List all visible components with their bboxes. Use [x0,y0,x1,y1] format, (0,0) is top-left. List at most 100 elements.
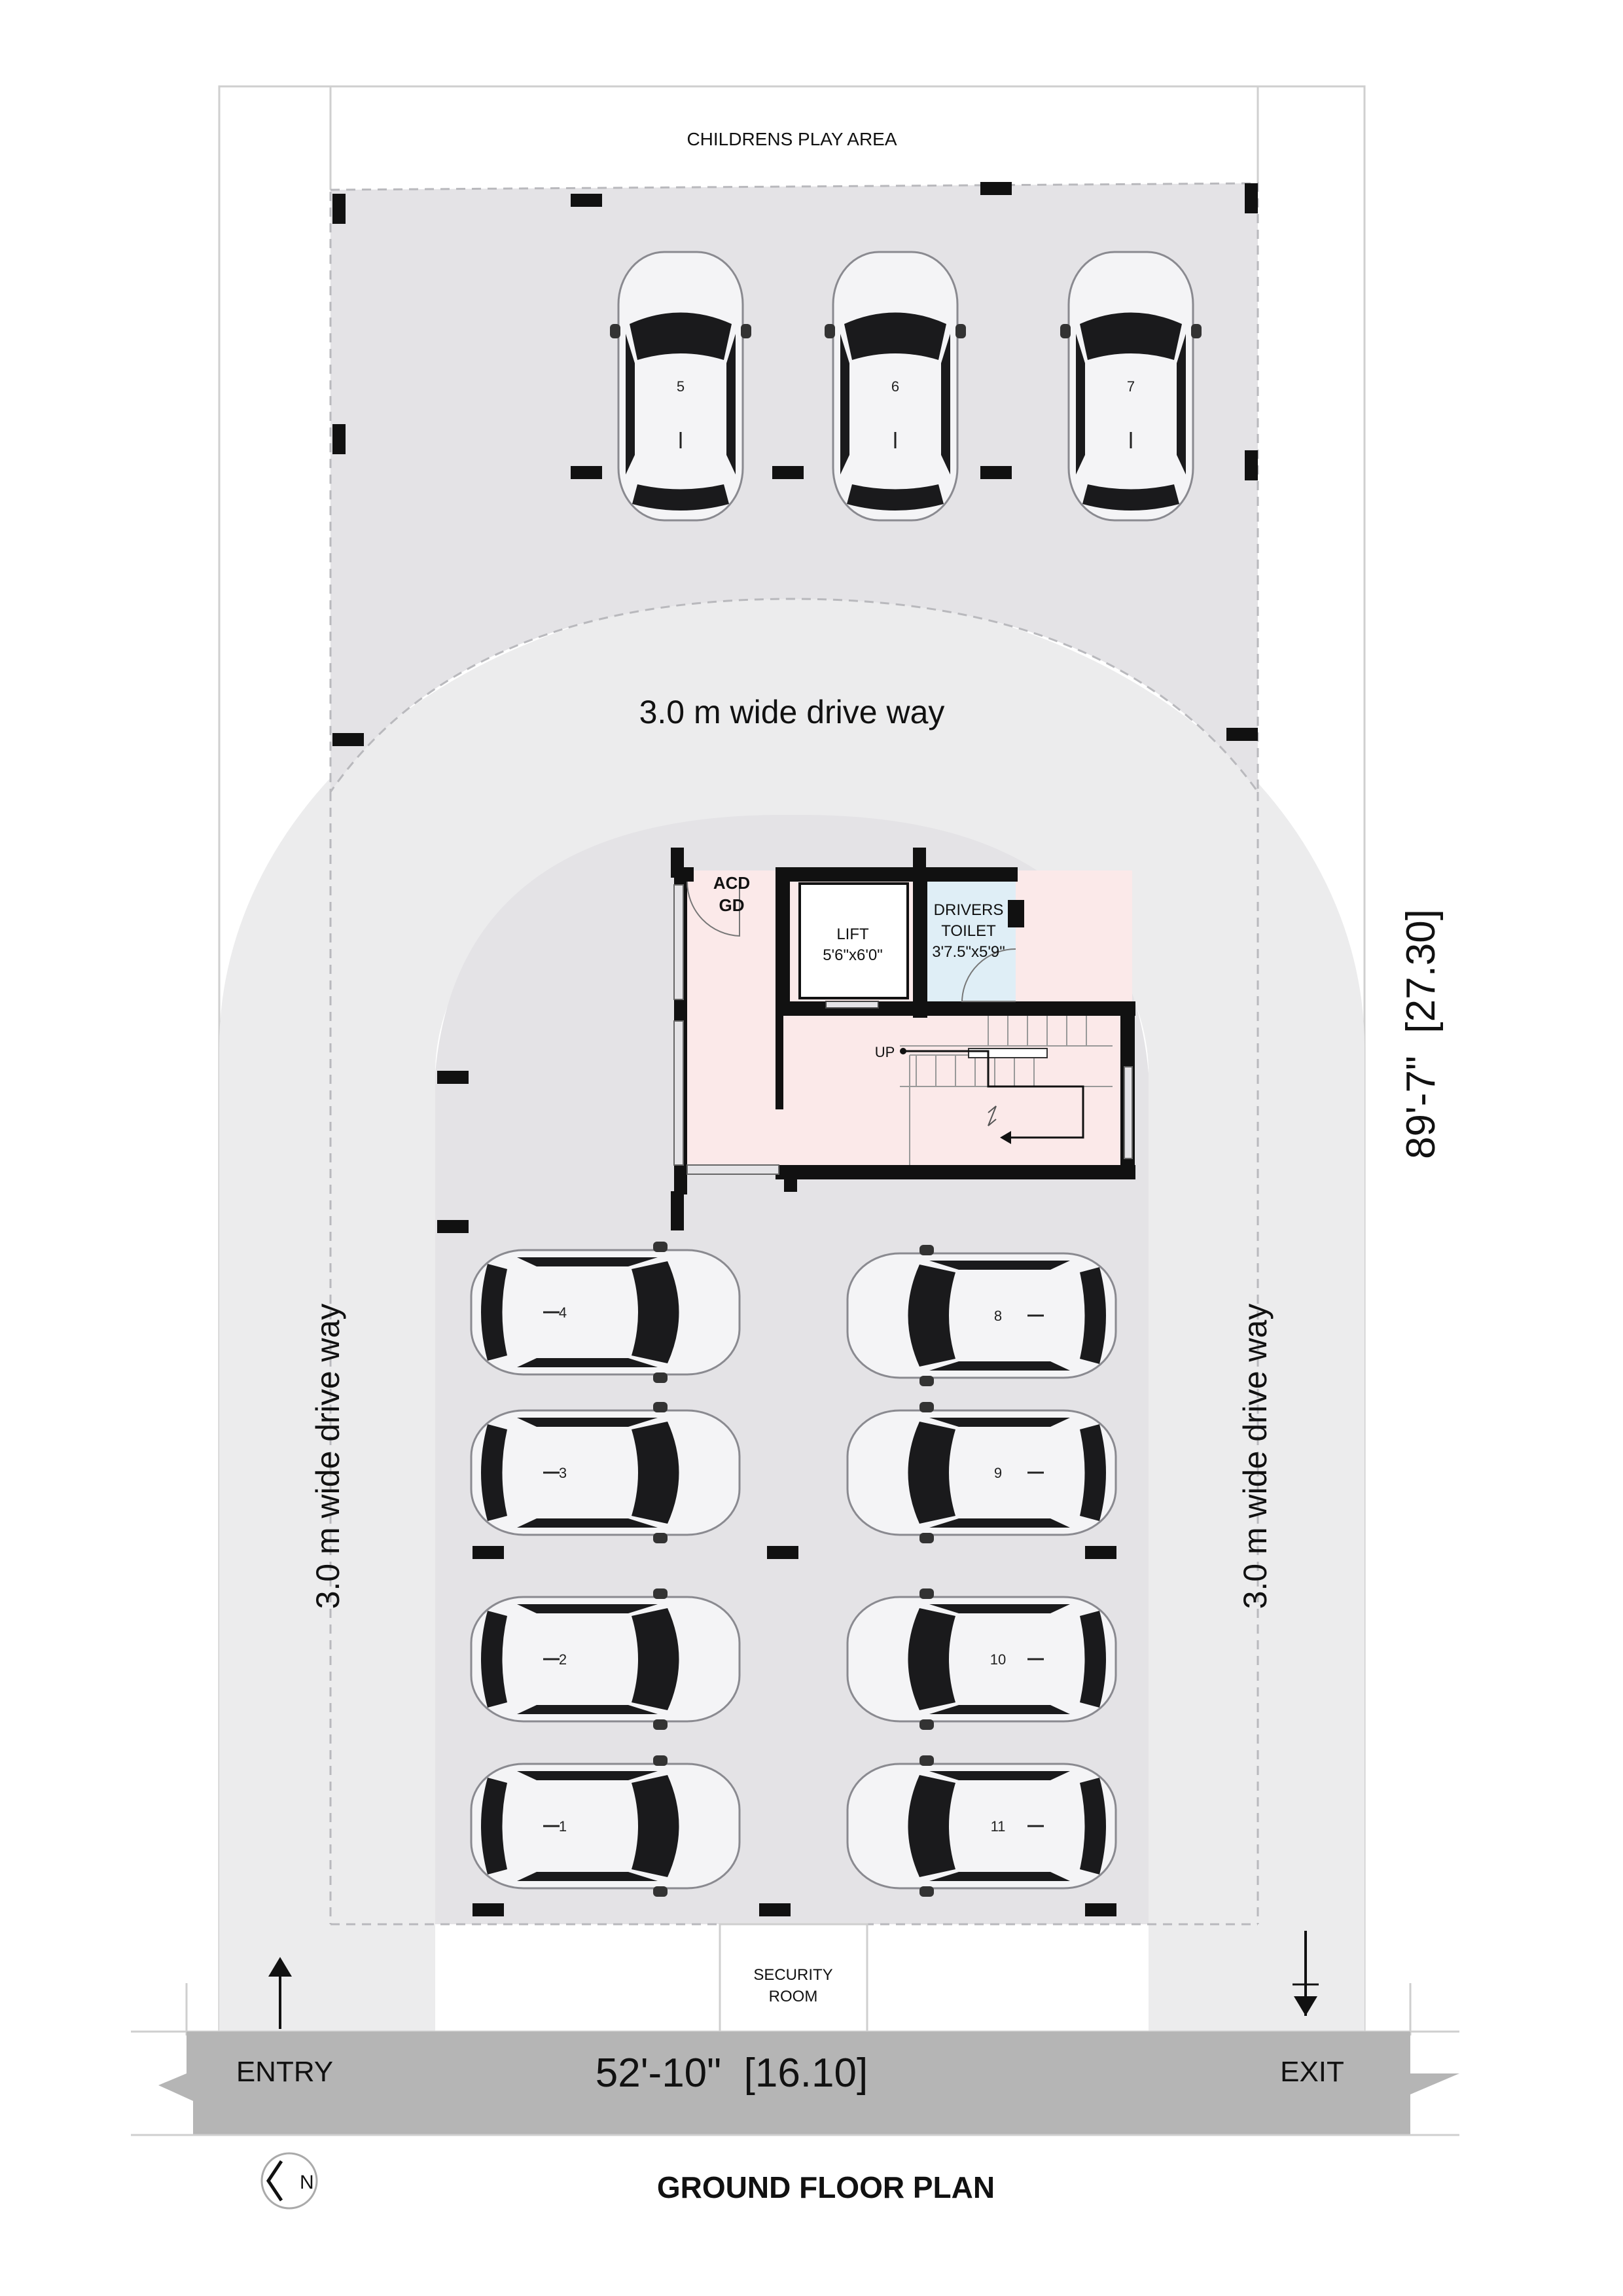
parked-car-8 [846,1245,1117,1386]
driveway-left-label: 3.0 m wide drive way [310,1304,346,1609]
car-side-window [941,334,950,475]
lift-label-2: 5'6"x6'0" [823,946,883,964]
car-mirror [653,1242,668,1252]
parked-car-10 [846,1588,1117,1730]
car-windshield [632,1422,679,1524]
column [1245,450,1258,480]
car-rear-window [1080,1611,1106,1708]
lift-label-1: LIFT [836,925,869,943]
car-windshield [844,312,946,360]
upper-parking-floor [329,182,1259,795]
car-side-window [517,1771,658,1780]
plan-title: GROUND FLOOR PLAN [657,2170,995,2204]
driveway-top-label: 3.0 m wide drive way [639,694,945,730]
car-number-label: 4 [559,1304,567,1321]
car-side-window [929,1604,1070,1613]
car-side-window [517,1518,658,1528]
security-label-2: ROOM [769,1988,818,2005]
column [772,466,804,479]
car-number-label: 2 [559,1651,567,1668]
car-side-window [1177,334,1186,475]
car-side-window [517,1257,658,1266]
car-side-window [929,1771,1070,1780]
car-windshield [632,1261,679,1363]
car-mirror [919,1376,934,1386]
car-rear-window [847,484,944,511]
car-body [470,1249,741,1376]
column [671,1191,684,1230]
car-windshield [630,312,732,360]
car-windshield [908,1422,955,1524]
column [473,1546,504,1559]
car-mirror [919,1755,934,1766]
car-rear-window [481,1778,507,1874]
car-windshield [908,1608,955,1710]
toilet-label-3: 3'7.5"x5'9" [932,943,1005,961]
acd-label-2: GD [719,895,745,915]
column [332,424,346,454]
car-body [846,1409,1117,1536]
column [1226,728,1258,741]
toilet-floor [924,874,1016,1001]
column [437,1220,469,1233]
width-dimension: 52'-10" [16.10] [596,2051,868,2096]
car-number-label: 7 [1127,378,1135,395]
parked-car-11 [846,1755,1117,1897]
car-body [470,1409,741,1536]
exit-label: EXIT [1280,2056,1344,2088]
car-side-window [929,1705,1070,1714]
car-mirror [653,1886,668,1897]
car-mirror [1060,324,1071,338]
entry-arrow-icon [268,1957,292,2029]
security-label-1: SECURITY [753,1966,832,1984]
parked-car-7 [1060,251,1202,522]
column [332,194,346,224]
car-body [470,1596,741,1723]
north-label: N [300,2172,314,2193]
column [980,182,1012,195]
north-arrow-icon: N [260,2152,318,2210]
parked-car-4 [470,1242,741,1383]
column [437,1071,469,1084]
car-mirror [919,1402,934,1412]
parked-car-9 [846,1402,1117,1543]
car-rear-window [1080,1267,1106,1364]
car-mirror [919,1533,934,1543]
acd-label-1: ACD [713,873,750,893]
car-rear-window [1082,484,1179,511]
car-mirror [653,1372,668,1383]
car-side-window [929,1418,1070,1427]
stair-handrail [968,1048,1048,1058]
car-number-label: 10 [990,1651,1006,1668]
car-mirror [1191,324,1202,338]
car-side-window [1076,334,1085,475]
exit-arrow-icon [1293,1931,1319,2016]
car-number-label: 11 [991,1818,1006,1835]
car-rear-window [632,484,729,511]
car-mirror [919,1245,934,1255]
car-body [846,1763,1117,1890]
car-mirror [741,324,751,338]
car-mirror [610,324,620,338]
service-core [673,867,1135,1194]
car-body [470,1763,741,1890]
column [332,733,364,746]
car-side-window [929,1261,1070,1270]
car-mirror [955,324,966,338]
car-side-window [929,1872,1070,1881]
parked-car-5 [610,251,751,522]
column [1085,1546,1116,1559]
car-windshield [1080,312,1182,360]
car-side-window [517,1604,658,1613]
column [759,1903,791,1916]
security-room: SECURITY ROOM [719,1923,868,2034]
car-mirror [919,1886,934,1897]
car-side-window [517,1418,658,1427]
car-rear-window [481,1611,507,1708]
play-area-label: CHILDRENS PLAY AREA [687,129,897,149]
car-mirror [825,324,835,338]
car-number-label: 8 [994,1308,1002,1324]
car-rear-window [1080,1778,1106,1874]
driveway-right-label: 3.0 m wide drive way [1237,1304,1274,1609]
